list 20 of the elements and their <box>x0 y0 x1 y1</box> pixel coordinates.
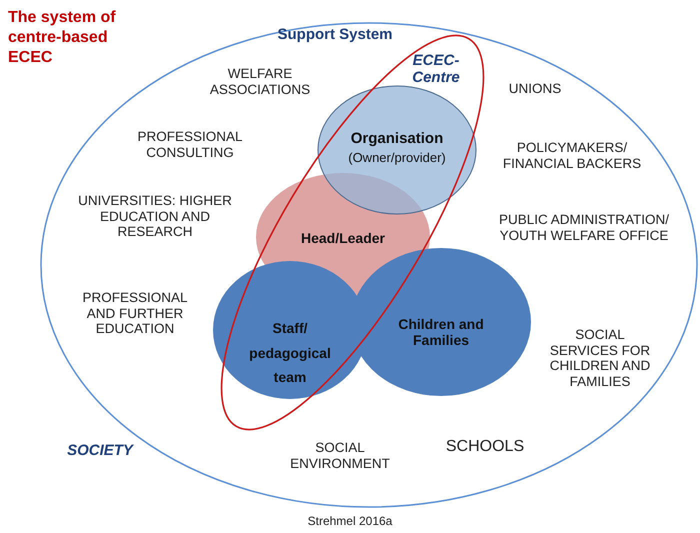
diagram-title: The system of centre-based ECEC <box>8 8 117 68</box>
region-label: SOCIETY <box>66 442 135 460</box>
region-label: PROFESSIONAL AND FURTHER EDUCATION <box>81 290 189 337</box>
region-label: WELFARE ASSOCIATIONS <box>208 66 312 98</box>
region-label: UNIONS <box>508 81 562 97</box>
region-label: PROFESSIONAL CONSULTING <box>136 129 244 160</box>
source-citation: Strehmel 2016a <box>306 515 394 529</box>
region-label: SCHOOLS <box>444 438 526 456</box>
group-heading: Support System <box>276 26 394 44</box>
region-label: POLICYMAKERS/ FINANCIAL BACKERS <box>502 140 642 172</box>
node-label: Staff/ pedagogical team <box>248 319 332 387</box>
region-label: PUBLIC ADMINISTRATION/ YOUTH WELFARE OFFICE <box>498 212 670 244</box>
region-label: SOCIAL ENVIRONMENT <box>289 440 391 472</box>
node-label: Children and Families <box>397 316 485 348</box>
region-label: SOCIAL SERVICES FOR CHILDREN AND FAMILIES <box>548 327 652 390</box>
node-label: Organisation <box>350 130 444 148</box>
group-heading: ECEC-Centre <box>411 52 461 86</box>
node-sublabel: (Owner/provider) <box>347 151 447 166</box>
region-label: UNIVERSITIES: HIGHER EDUCATION AND RESEARCH <box>77 193 233 240</box>
node-label: Head/Leader <box>300 230 386 246</box>
